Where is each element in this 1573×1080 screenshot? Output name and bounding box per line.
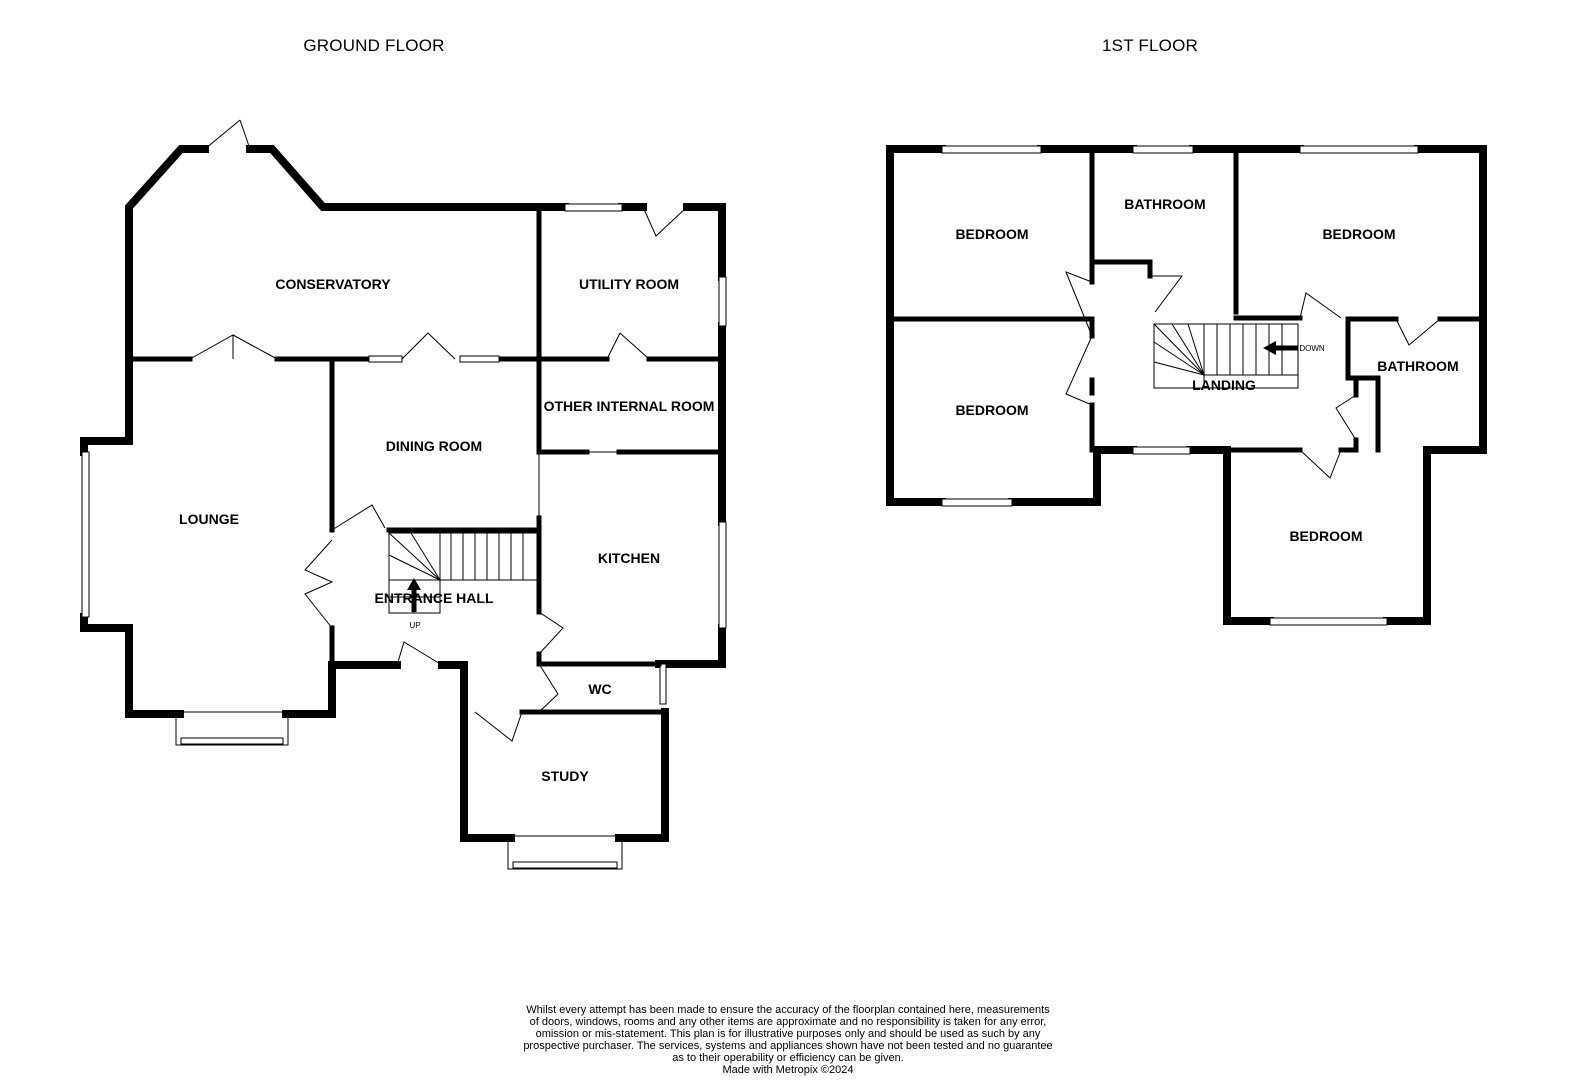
room-label-wc: WC [588, 681, 611, 697]
room-label-bedroom-3: BEDROOM [955, 402, 1028, 418]
disclaimer-line: Whilst every attempt has been made to en… [526, 1004, 1050, 1016]
room-label-bedroom-1: BEDROOM [955, 226, 1028, 242]
room-label-bedroom-4: BEDROOM [1289, 528, 1362, 544]
room-label-entrance-hall: ENTRANCE HALL [375, 590, 494, 606]
first-stairs [1153, 323, 1299, 389]
ground-floor-plan: CONSERVATORY UTILITY ROOM LOUNGE DINING … [80, 119, 727, 870]
disclaimer-credit: Made with Metropix ©2024 [722, 1064, 854, 1076]
room-label-conservatory: CONSERVATORY [275, 276, 391, 292]
first-floor-plan: BEDROOM BATHROOM BEDROOM BEDROOM LANDING… [886, 145, 1487, 626]
room-label-lounge: LOUNGE [179, 511, 239, 527]
disclaimer: Whilst every attempt has been made to en… [518, 1004, 1058, 1076]
stairs-up-label: UP [409, 621, 420, 630]
room-label-kitchen: KITCHEN [598, 550, 660, 566]
disclaimer-line: as to their operability or efficiency ca… [672, 1052, 904, 1064]
disclaimer-line: of doors, windows, rooms and any other i… [529, 1016, 1047, 1028]
room-label-bathroom-1: BATHROOM [1124, 196, 1205, 212]
room-label-bathroom-2: BATHROOM [1377, 358, 1458, 374]
room-label-utility-room: UTILITY ROOM [579, 276, 679, 292]
room-label-study: STUDY [541, 768, 589, 784]
disclaimer-line: prospective purchaser. The services, sys… [523, 1040, 1053, 1052]
ground-floor-title: GROUND FLOOR [303, 36, 445, 55]
room-label-landing: LANDING [1192, 377, 1256, 393]
ground-stairs [388, 532, 540, 614]
room-label-other-internal-room: OTHER INTERNAL ROOM [544, 398, 715, 414]
room-label-dining-room: DINING ROOM [386, 438, 482, 454]
room-label-bedroom-2: BEDROOM [1322, 226, 1395, 242]
stairs-down-label: DOWN [1299, 344, 1325, 353]
disclaimer-line: omission or mis-statement. This plan is … [535, 1028, 1041, 1040]
first-floor-title: 1ST FLOOR [1102, 36, 1198, 55]
